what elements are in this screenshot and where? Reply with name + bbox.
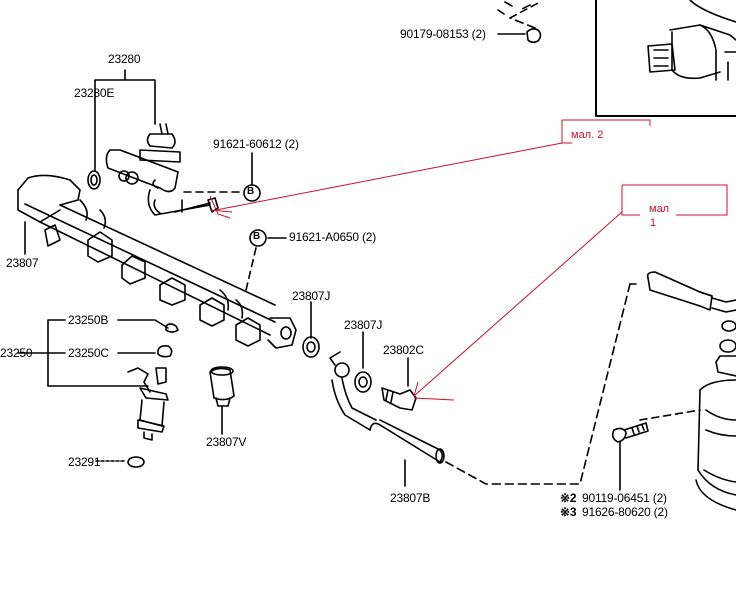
label-23807b: 23807B	[390, 491, 431, 505]
label-23807j-a: 23807J	[292, 289, 331, 303]
callout-b-1-letter: B	[247, 186, 255, 197]
label-90179-08153: 90179-08153 (2)	[400, 27, 486, 41]
washer-23807j-b	[354, 371, 372, 393]
washer-23807j-a	[302, 336, 320, 358]
o-ring-23250b	[165, 323, 179, 333]
label-23250b: 23250B	[68, 313, 109, 327]
annotation-mal1-number: 1	[650, 217, 657, 229]
annotation-pointer-mal2	[215, 142, 563, 211]
callout-b-2	[249, 229, 267, 247]
label-23250c: 23250C	[68, 346, 109, 360]
insulator-23807v	[209, 366, 235, 407]
label-23807v: 23807V	[206, 435, 247, 449]
label-23280: 23280	[108, 52, 141, 66]
fuel-rail	[17, 174, 297, 349]
dashed-leader	[498, 0, 540, 28]
bolt-90119	[611, 422, 649, 443]
annotation-mal1-word: мал	[649, 203, 670, 215]
annotation-mal2: мал. 2	[571, 129, 604, 141]
note-mark-2: ※2	[560, 491, 577, 505]
grommet-23250c	[157, 345, 173, 358]
leader-23250b	[117, 319, 169, 329]
label-23280e: 23280E	[74, 86, 115, 100]
label-23291: 23291	[68, 455, 101, 469]
gasket-23280e	[87, 170, 101, 190]
callout-b-2-letter: B	[253, 231, 261, 242]
bracket-23280	[94, 69, 156, 171]
dashed-leader	[245, 247, 257, 291]
red-annotations	[209, 119, 728, 401]
label-23807: 23807	[6, 256, 39, 270]
dashed-leader	[445, 283, 631, 485]
union-bolt-23802c	[381, 387, 417, 411]
throttle-body-inset	[595, 0, 736, 117]
label-23802c: 23802C	[383, 343, 424, 357]
label-91621-60612: 91621-60612 (2)	[213, 137, 299, 151]
label-91626-80620: 91626-80620 (2)	[582, 505, 668, 519]
injector-23250	[127, 367, 169, 441]
fuel-pump-assembly	[646, 271, 736, 511]
bracket-23250	[17, 319, 149, 387]
dashed-leader	[639, 409, 701, 421]
annotation-pointer-mal1	[413, 211, 623, 397]
pressure-regulator	[105, 123, 219, 216]
note-mark-3: ※3	[560, 505, 577, 519]
fuel-hose-23807b	[329, 351, 445, 464]
label-23250: 23250	[0, 346, 33, 360]
callout-b-1	[243, 184, 261, 202]
clip-90179	[497, 28, 542, 44]
seal-23291	[127, 456, 145, 468]
label-91621-a0650: 91621-A0650 (2)	[289, 230, 377, 244]
annotation-box-mal1	[621, 184, 728, 216]
label-23807j-b: 23807J	[344, 318, 383, 332]
label-90119-06451: 90119-06451 (2)	[582, 491, 667, 505]
